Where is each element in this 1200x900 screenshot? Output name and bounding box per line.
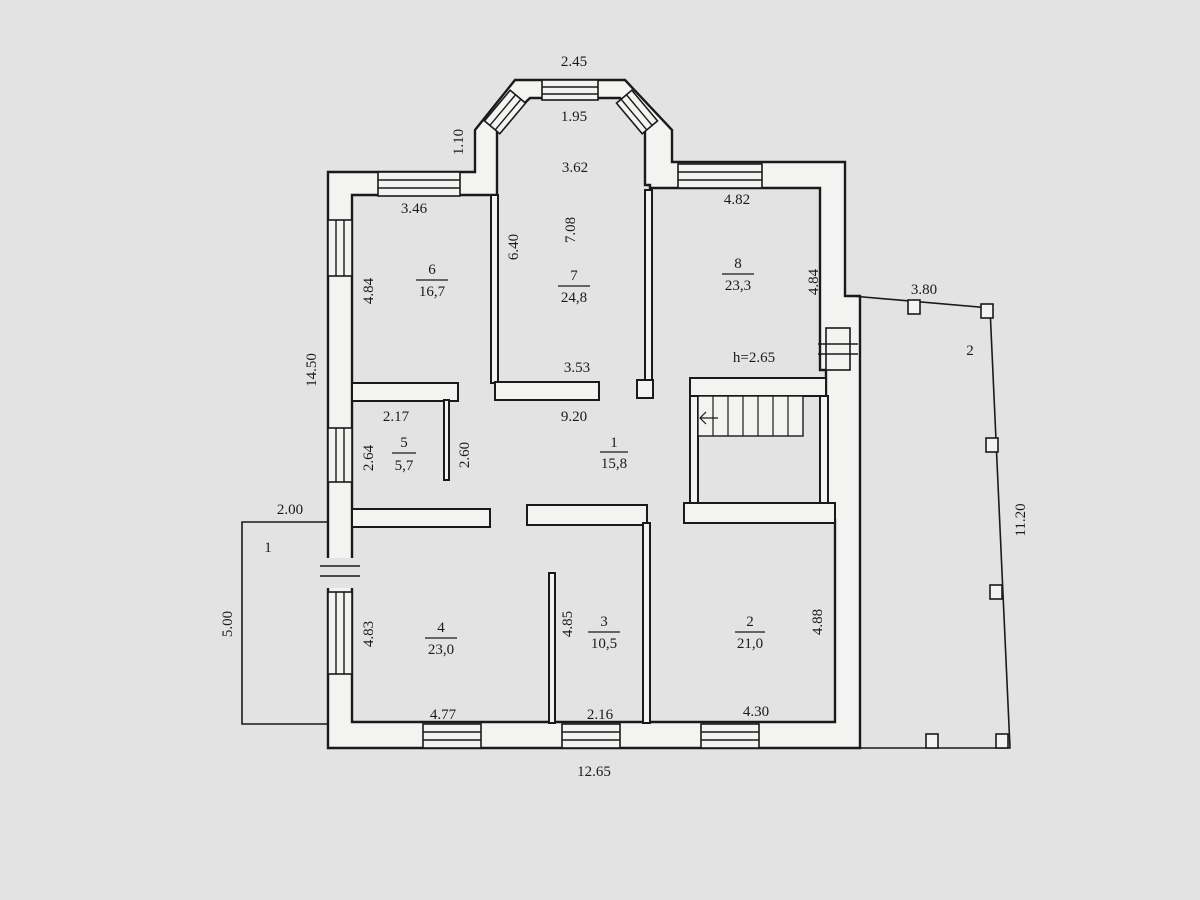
dim-porch-length: 5.00 — [220, 611, 236, 637]
room-label-5: 5 5,7 — [392, 435, 416, 474]
room-area: 16,7 — [419, 284, 446, 300]
wall-6-bottom — [351, 382, 459, 402]
porch-label: 1 — [264, 540, 272, 556]
terrace — [851, 295, 1011, 749]
window-bottom-4 — [422, 723, 482, 749]
window-bottom-2 — [700, 723, 760, 749]
dim-room7-width-bottom: 3.53 — [564, 360, 590, 376]
room-number: 5 — [400, 435, 408, 451]
wall-2-top — [683, 502, 836, 524]
dim-room3-width: 2.16 — [587, 707, 614, 723]
dim-room6-width: 3.46 — [401, 201, 428, 217]
room-label-3: 3 10,5 — [588, 614, 620, 652]
dim-bay-top: 2.45 — [561, 54, 587, 70]
room-area: 5,7 — [395, 458, 414, 474]
window-left-5 — [327, 427, 353, 483]
terrace-post — [985, 437, 999, 453]
dim-bay-inner: 1.95 — [561, 109, 587, 125]
window-left-6 — [327, 219, 353, 277]
room-area: 10,5 — [591, 636, 617, 652]
windows — [327, 79, 851, 749]
wall-3-2 — [642, 522, 651, 724]
dim-room7-length-outer: 6.40 — [506, 234, 522, 260]
room-area: 24,8 — [561, 290, 587, 306]
terrace-post — [995, 733, 1009, 749]
dim-room8-length: 4.84 — [806, 268, 822, 295]
terrace-post — [989, 584, 1003, 600]
dim-hall-length: 9.20 — [561, 409, 587, 425]
stair-wall-right — [819, 395, 829, 505]
wall-7-8 — [644, 189, 653, 381]
terrace-label: 2 — [966, 343, 974, 359]
wall-6-7 — [490, 194, 499, 384]
exterior-doors — [320, 343, 858, 588]
room-area: 15,8 — [601, 456, 627, 472]
window-bay-left — [483, 89, 527, 135]
terrace-post — [907, 299, 921, 315]
dim-porch-width: 2.00 — [277, 502, 303, 518]
ceiling-height: h=2.65 — [733, 350, 775, 366]
porch — [241, 521, 328, 725]
dim-room4-length: 4.83 — [361, 621, 377, 647]
wall-4-3 — [548, 572, 556, 724]
dim-terrace-width: 3.80 — [911, 282, 937, 298]
window-bay-right — [615, 89, 659, 135]
window-bottom-3 — [561, 723, 621, 749]
dim-room5-right: 2.60 — [457, 442, 473, 468]
window-bay-top — [541, 79, 599, 101]
dim-room7-length: 7.08 — [563, 217, 579, 243]
dim-total-height: 14.50 — [304, 353, 320, 387]
room-number: 8 — [734, 256, 742, 272]
room-labels: 1 15,8 2 21,0 3 10,5 4 23,0 5 5,7 6 16,7 — [264, 256, 974, 658]
room-area: 23,0 — [428, 642, 454, 658]
dim-room5-width: 2.17 — [383, 409, 410, 425]
wall-8-bottom — [689, 377, 827, 397]
room-label-2: 2 21,0 — [735, 614, 765, 652]
room-area: 21,0 — [737, 636, 763, 652]
room-label-4: 4 23,0 — [425, 620, 457, 658]
room-label-8: 8 23,3 — [722, 256, 754, 294]
staircase — [697, 395, 804, 437]
dimension-labels: 2.45 1.95 1.10 3.62 3.46 4.82 6.40 7.08 … — [220, 54, 1029, 780]
wall-3-top — [526, 504, 648, 526]
stair-wall-left — [689, 395, 699, 505]
room-number: 6 — [428, 262, 436, 278]
dim-room8-width: 4.82 — [724, 192, 750, 208]
dim-bay-side: 1.10 — [451, 129, 467, 155]
window-right-8 — [825, 327, 851, 371]
dim-room5-left: 2.64 — [361, 444, 377, 471]
room-number: 1 — [610, 435, 618, 451]
room-number: 7 — [570, 268, 578, 284]
terrace-post — [925, 733, 939, 749]
window-top-left — [377, 171, 461, 197]
dim-room7-width-top: 3.62 — [562, 160, 588, 176]
terrace-post — [980, 303, 994, 319]
dim-room6-length: 4.84 — [361, 277, 377, 304]
room-number: 3 — [600, 614, 608, 630]
window-left-4 — [327, 591, 353, 675]
room-label-6: 6 16,7 — [416, 262, 448, 300]
dim-room2-width: 4.30 — [743, 704, 769, 720]
wall-7-bottom — [494, 381, 600, 401]
dim-room2-length: 4.88 — [810, 609, 826, 635]
wall-7-post — [636, 379, 654, 399]
interior-walls — [351, 189, 836, 724]
dim-terrace-length: 11.20 — [1013, 503, 1029, 536]
dim-room3-length: 4.85 — [560, 611, 576, 637]
dim-total-width: 12.65 — [577, 764, 611, 780]
wall-4-top — [351, 508, 491, 528]
wall-5-right — [443, 399, 450, 481]
room-number: 4 — [437, 620, 445, 636]
room-label-1: 1 15,8 — [600, 435, 628, 472]
window-top-right — [677, 163, 763, 189]
dim-room4-width: 4.77 — [430, 707, 457, 723]
room-label-7: 7 24,8 — [558, 268, 590, 306]
room-area: 23,3 — [725, 278, 751, 294]
room-number: 2 — [746, 614, 754, 630]
